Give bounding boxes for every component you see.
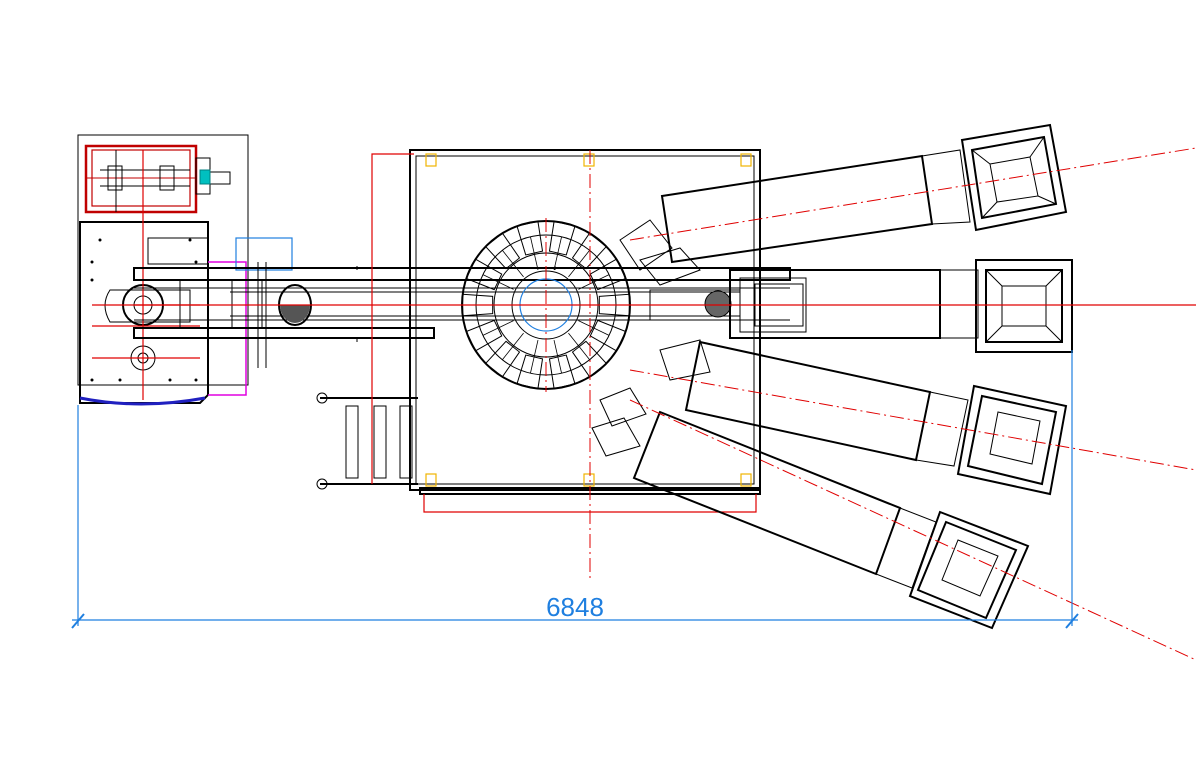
sensor-box [235, 237, 293, 271]
weigh-hopper [465, 319, 503, 352]
weigh-hopper [465, 258, 503, 291]
weigh-hopper [516, 354, 544, 390]
weigh-hopper [548, 354, 576, 390]
packaging-machine [77, 134, 249, 406]
machine-body [79, 221, 209, 404]
weigh-hopper [484, 340, 521, 378]
feed-pan-line [502, 250, 524, 278]
conveyor [133, 262, 807, 368]
feed-pan-line [530, 236, 539, 270]
feed-pan-line [553, 236, 562, 270]
dimension-label: 6848 [546, 592, 604, 622]
feed-pan-line [568, 250, 590, 278]
weigh-hopper [484, 232, 521, 270]
weigh-hopper [598, 293, 630, 317]
weigh-hopper [589, 319, 627, 352]
feed-pan-line [530, 340, 539, 374]
feed-pan-line [578, 274, 610, 290]
discharge-bin-4 [632, 410, 1030, 630]
film-roll-frame [84, 144, 231, 214]
discharge-bin-2 [729, 259, 1073, 353]
feed-pan-line [502, 332, 524, 360]
chutes [591, 219, 711, 457]
weigh-hopper [462, 293, 494, 317]
discharge-bin-3 [684, 340, 1068, 496]
feed-pan-line [568, 332, 590, 360]
discharge-bin-1 [660, 123, 1068, 264]
overall-dimension: 6848 [71, 350, 1079, 629]
feed-pan-line [482, 274, 514, 290]
centerlines [134, 147, 1196, 661]
access-platform [316, 149, 761, 513]
weigh-hopper [571, 232, 608, 270]
feed-pan-line [578, 320, 610, 336]
weigh-hopper [548, 220, 576, 256]
feed-pan-line [553, 340, 562, 374]
weigh-hopper [589, 258, 627, 291]
weigh-hopper [516, 220, 544, 256]
feed-pan-line [482, 320, 514, 336]
